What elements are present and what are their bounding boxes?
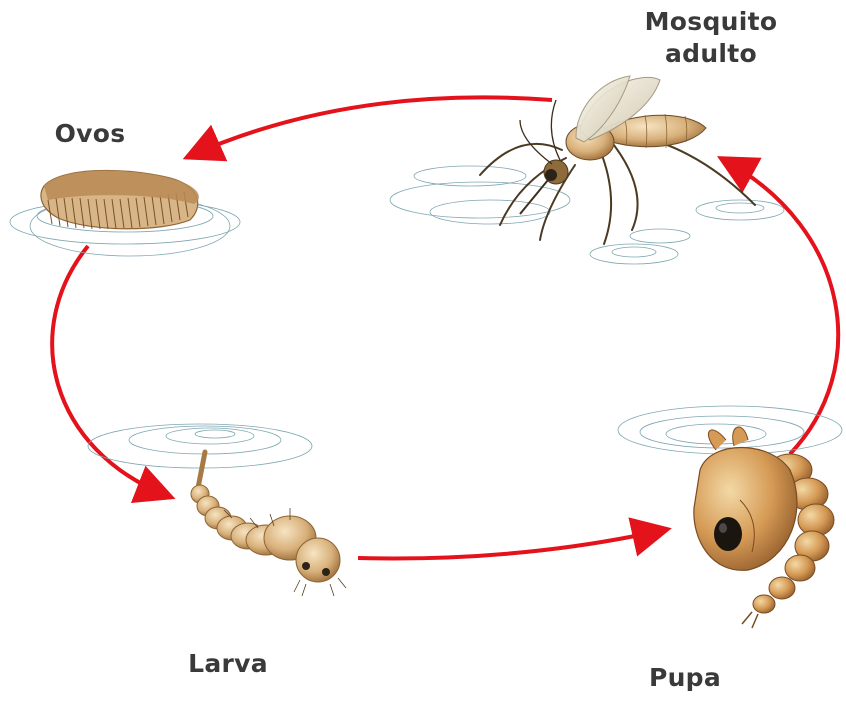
label-eggs: Ovos <box>40 118 140 150</box>
eggs-illustration <box>10 170 240 256</box>
larva-illustration <box>88 424 346 596</box>
label-larva-line-1: Larva <box>168 648 288 680</box>
label-adult-line-1: Mosquito <box>636 6 786 38</box>
label-adult-mosquito: Mosquito adulto <box>636 6 786 70</box>
label-pupa-line-1: Pupa <box>630 662 740 694</box>
arrow-pupa-to-adult <box>724 160 838 454</box>
adult-mosquito-illustration <box>390 76 784 264</box>
pupa-illustration <box>618 406 842 628</box>
label-pupa: Pupa <box>630 662 740 694</box>
arrow-larva-to-pupa <box>358 530 664 558</box>
label-adult-line-2: adulto <box>636 38 786 70</box>
label-eggs-line-1: Ovos <box>40 118 140 150</box>
adult-ripples <box>390 166 784 264</box>
arrow-eggs-to-larva <box>52 246 168 496</box>
label-larva: Larva <box>168 648 288 680</box>
larva-ripples <box>88 424 312 468</box>
arrow-adult-to-eggs <box>190 97 552 156</box>
